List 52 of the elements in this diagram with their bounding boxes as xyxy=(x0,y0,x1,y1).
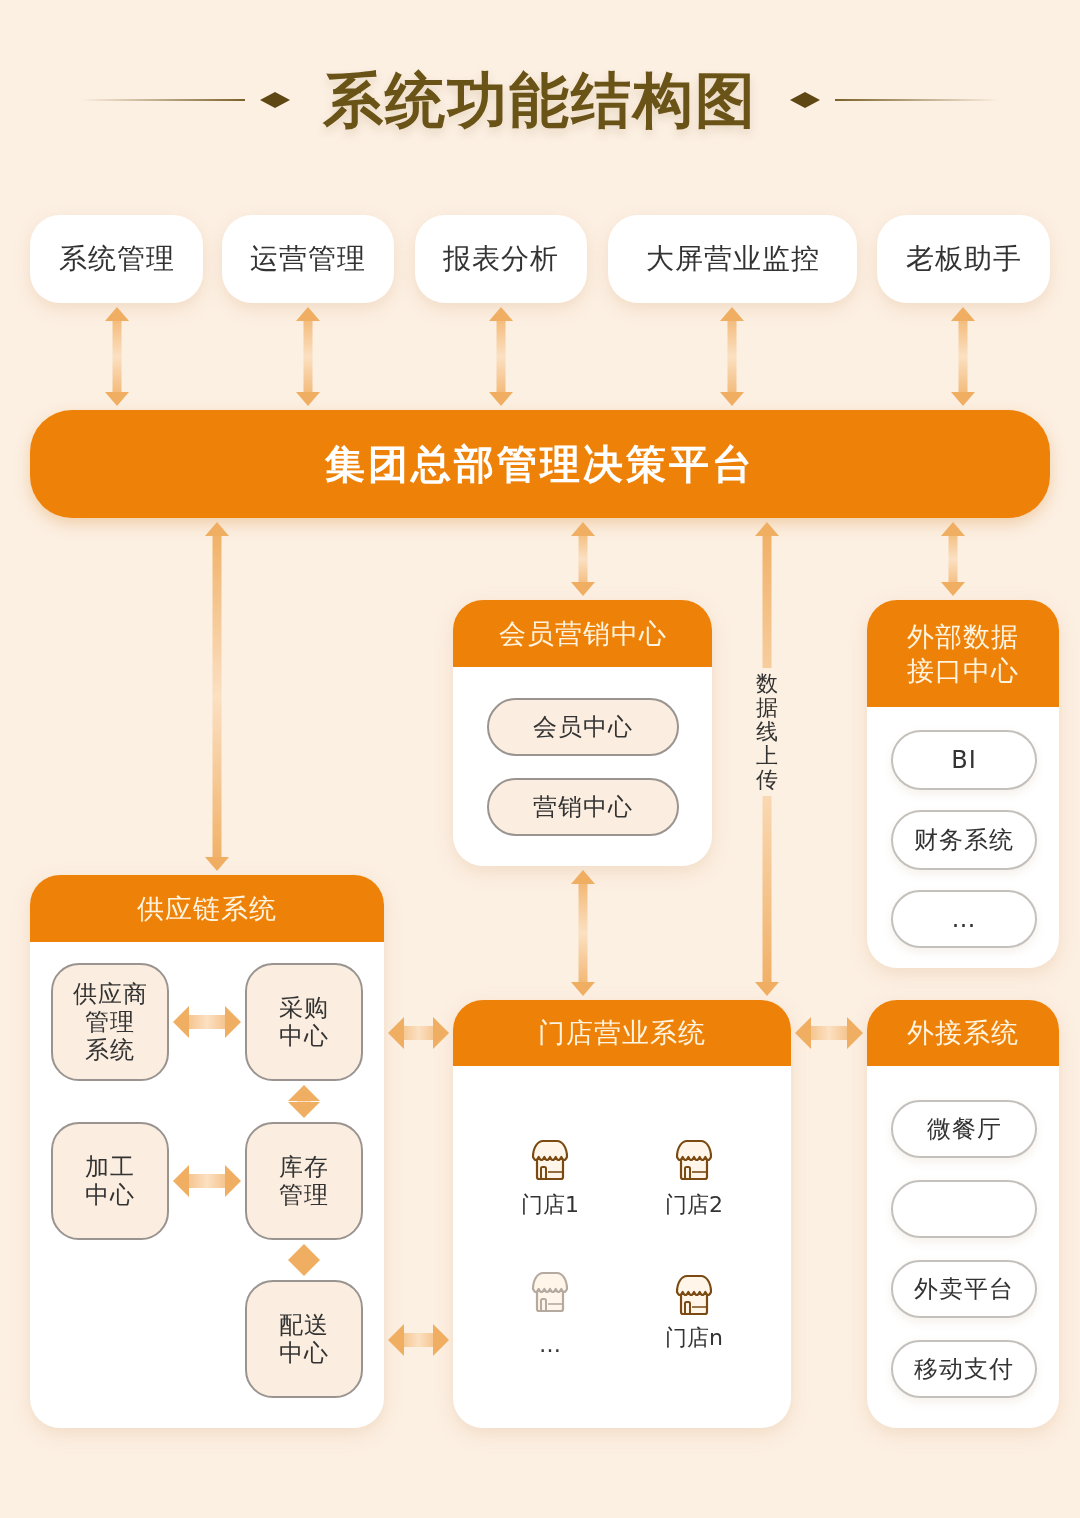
module-box: 加工中心 xyxy=(51,1122,169,1240)
double-arrow xyxy=(489,307,513,406)
double-arrow xyxy=(288,1244,320,1276)
store-label: 门店1 xyxy=(520,1192,580,1219)
double-arrow xyxy=(105,307,129,406)
panel-card xyxy=(453,1000,791,1428)
module-box: 系统管理 xyxy=(30,215,203,303)
module-pill: BI xyxy=(891,730,1037,790)
module-pill: 微餐厅 xyxy=(891,1100,1037,1158)
module-box: 采购中心 xyxy=(245,963,363,1081)
module-box: 报表分析 xyxy=(415,215,587,303)
module-pill: 财务系统 xyxy=(891,810,1037,870)
module-pill xyxy=(891,1180,1037,1238)
double-arrow xyxy=(951,307,975,406)
panel-header: 外接系统 xyxy=(867,1000,1059,1066)
module-box: 库存管理 xyxy=(245,1122,363,1240)
panel-header: 门店营业系统 xyxy=(453,1000,791,1066)
double-arrow xyxy=(173,1006,241,1038)
panel-card xyxy=(453,600,712,866)
title: 系统功能结构图 xyxy=(323,64,757,137)
double-arrow xyxy=(296,307,320,406)
double-arrow xyxy=(795,1017,863,1049)
module-box: 老板助手 xyxy=(877,215,1050,303)
store-label: 门店n xyxy=(664,1325,724,1352)
double-arrow xyxy=(388,1324,449,1356)
module-pill: 移动支付 xyxy=(891,1340,1037,1398)
store-label: 门店2 xyxy=(664,1192,724,1219)
panel-card xyxy=(867,1000,1059,1428)
panel-card xyxy=(30,875,384,1428)
panel-header: 供应链系统 xyxy=(30,875,384,942)
module-pill: … xyxy=(891,890,1037,948)
double-arrow xyxy=(288,1085,320,1118)
double-arrow xyxy=(388,1017,449,1049)
module-pill: 会员中心 xyxy=(487,698,679,756)
module-box: 供应商管理系统 xyxy=(51,963,169,1081)
double-arrow xyxy=(205,522,229,871)
panel-card xyxy=(867,600,1059,968)
double-arrow xyxy=(941,522,965,596)
panel-header: 会员营销中心 xyxy=(453,600,712,667)
double-arrow xyxy=(173,1165,241,1197)
module-box: 运营管理 xyxy=(222,215,394,303)
platform-bar: 集团总部管理决策平台 xyxy=(30,410,1050,518)
double-arrow xyxy=(571,522,595,596)
module-pill: 外卖平台 xyxy=(891,1260,1037,1318)
panel-header: 外部数据接口中心 xyxy=(867,600,1059,707)
double-arrow xyxy=(720,307,744,406)
module-box: 大屏营业监控 xyxy=(608,215,857,303)
module-box: 配送中心 xyxy=(245,1280,363,1398)
double-arrow xyxy=(571,870,595,996)
edge-label: 数据线上传 xyxy=(754,668,780,796)
module-pill: 营销中心 xyxy=(487,778,679,836)
store-label: … xyxy=(538,1332,562,1359)
